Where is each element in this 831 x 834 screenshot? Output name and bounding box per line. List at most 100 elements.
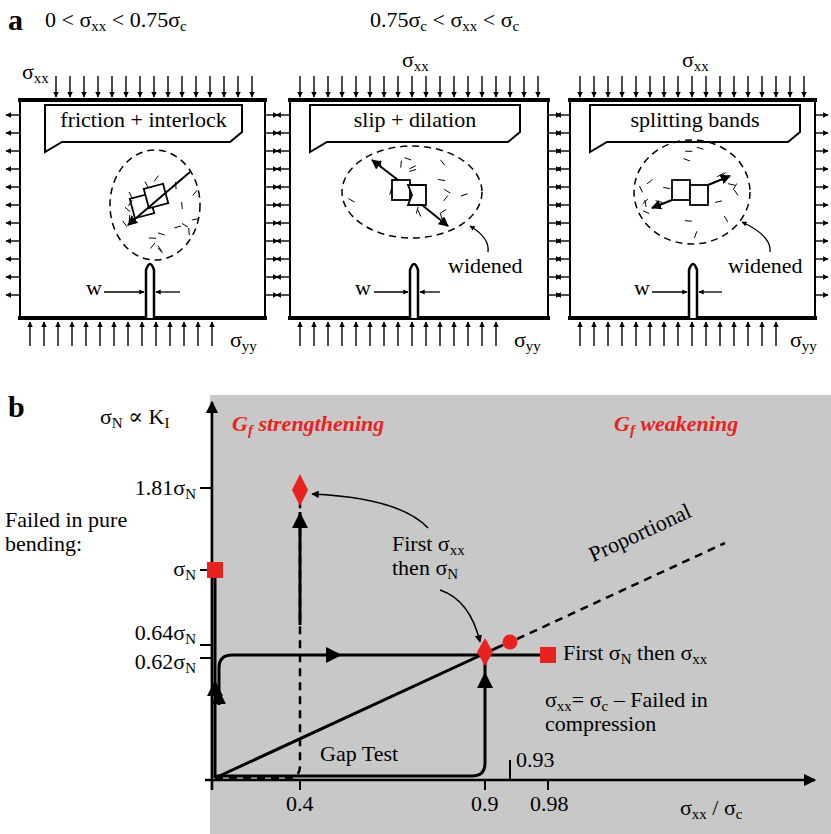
- stroke: [237, 76, 238, 97]
- label-text: σxx: [682, 48, 709, 72]
- stroke: [167, 76, 168, 97]
- label-text: 0.62σN: [135, 650, 196, 674]
- stroke: [733, 76, 734, 97]
- stroke: [153, 76, 154, 97]
- stroke: [425, 76, 426, 97]
- red-markers: [207, 474, 556, 666]
- stroke: [276, 114, 290, 115]
- stroke: [6, 168, 20, 169]
- path-arrowheads: [207, 512, 493, 704]
- label-text: σyy: [790, 328, 817, 352]
- stroke: [158, 248, 163, 253]
- stroke: [607, 76, 608, 97]
- stroke: [154, 176, 158, 182]
- stroke: [658, 202, 660, 209]
- stroke: [69, 76, 70, 97]
- stroke: [276, 204, 290, 205]
- stroke: [481, 322, 482, 346]
- stroke: [495, 76, 496, 97]
- stroke: [6, 294, 20, 295]
- stroke: [461, 194, 468, 196]
- stroke: [815, 276, 828, 277]
- stroke: [341, 76, 342, 97]
- stroke: [556, 132, 570, 133]
- stroke: [663, 187, 670, 189]
- label-text: b: [8, 390, 25, 423]
- stroke: [188, 228, 189, 235]
- stroke: [715, 201, 722, 202]
- label-text: 0.9: [471, 792, 499, 816]
- stroke: [647, 179, 652, 183]
- label-text: w: [355, 276, 371, 300]
- stroke: [537, 76, 538, 97]
- stroke: [125, 207, 130, 212]
- stroke: [411, 322, 412, 346]
- stroke: [155, 322, 156, 346]
- stroke: [691, 76, 692, 97]
- specimen-box: friction + interlock: [20, 100, 265, 318]
- stroke: [467, 76, 468, 97]
- stroke: [663, 322, 664, 346]
- label-text: a: [8, 3, 23, 36]
- stroke: [815, 240, 828, 241]
- stroke: [441, 160, 445, 166]
- stroke: [6, 276, 20, 277]
- stroke: [720, 172, 726, 176]
- stroke: [556, 114, 570, 115]
- stroke: [649, 322, 650, 346]
- stroke: [139, 76, 140, 97]
- stroke: [397, 322, 398, 346]
- specimen-box: slip + dilation: [290, 100, 548, 318]
- stroke: [43, 322, 44, 346]
- stroke: [327, 322, 328, 346]
- stroke: [556, 204, 570, 205]
- stroke: [677, 76, 678, 97]
- stroke: [523, 76, 524, 97]
- stroke: [467, 322, 468, 346]
- stroke: [815, 114, 828, 115]
- stroke: [313, 76, 314, 97]
- label-text: 0.64σN: [135, 621, 196, 645]
- stroke: [169, 322, 170, 346]
- stroke: [380, 160, 382, 167]
- stroke: [607, 322, 608, 346]
- stroke: [158, 233, 165, 235]
- stroke: [57, 322, 58, 346]
- stroke: [99, 322, 100, 346]
- label-text: σxx: [402, 48, 429, 72]
- stroke: [815, 204, 828, 205]
- stroke: [556, 168, 570, 169]
- stroke: [733, 322, 734, 346]
- stroke: [815, 186, 828, 187]
- specimen-outlines: [18, 100, 817, 318]
- stroke: [705, 76, 706, 97]
- label-text: widened: [448, 254, 523, 278]
- stroke: [355, 76, 356, 97]
- stroke: [481, 76, 482, 97]
- stroke: [440, 213, 442, 220]
- label-text: σyy: [230, 328, 257, 352]
- stroke: [556, 258, 570, 259]
- label-text: w: [634, 276, 650, 300]
- stroke: [127, 322, 128, 346]
- stroke: [383, 76, 384, 97]
- stroke: [815, 150, 828, 151]
- stroke: [129, 215, 131, 222]
- stroke: [276, 294, 290, 295]
- stroke: [409, 170, 416, 172]
- label-text: σxx= σc – Failed in compression: [545, 688, 785, 736]
- stroke: [181, 202, 183, 209]
- stroke: [775, 322, 776, 346]
- stroke: [97, 76, 98, 97]
- label-text: σN: [173, 557, 196, 581]
- stroke: [341, 322, 342, 346]
- stroke: [251, 76, 252, 97]
- stroke: [733, 184, 736, 190]
- stroke: [556, 150, 570, 151]
- stroke: [815, 132, 828, 133]
- label-text: 1.81σN: [135, 476, 196, 500]
- stroke: [276, 168, 290, 169]
- stroke: [193, 190, 197, 195]
- stroke: [509, 76, 510, 97]
- stroke: [6, 186, 20, 187]
